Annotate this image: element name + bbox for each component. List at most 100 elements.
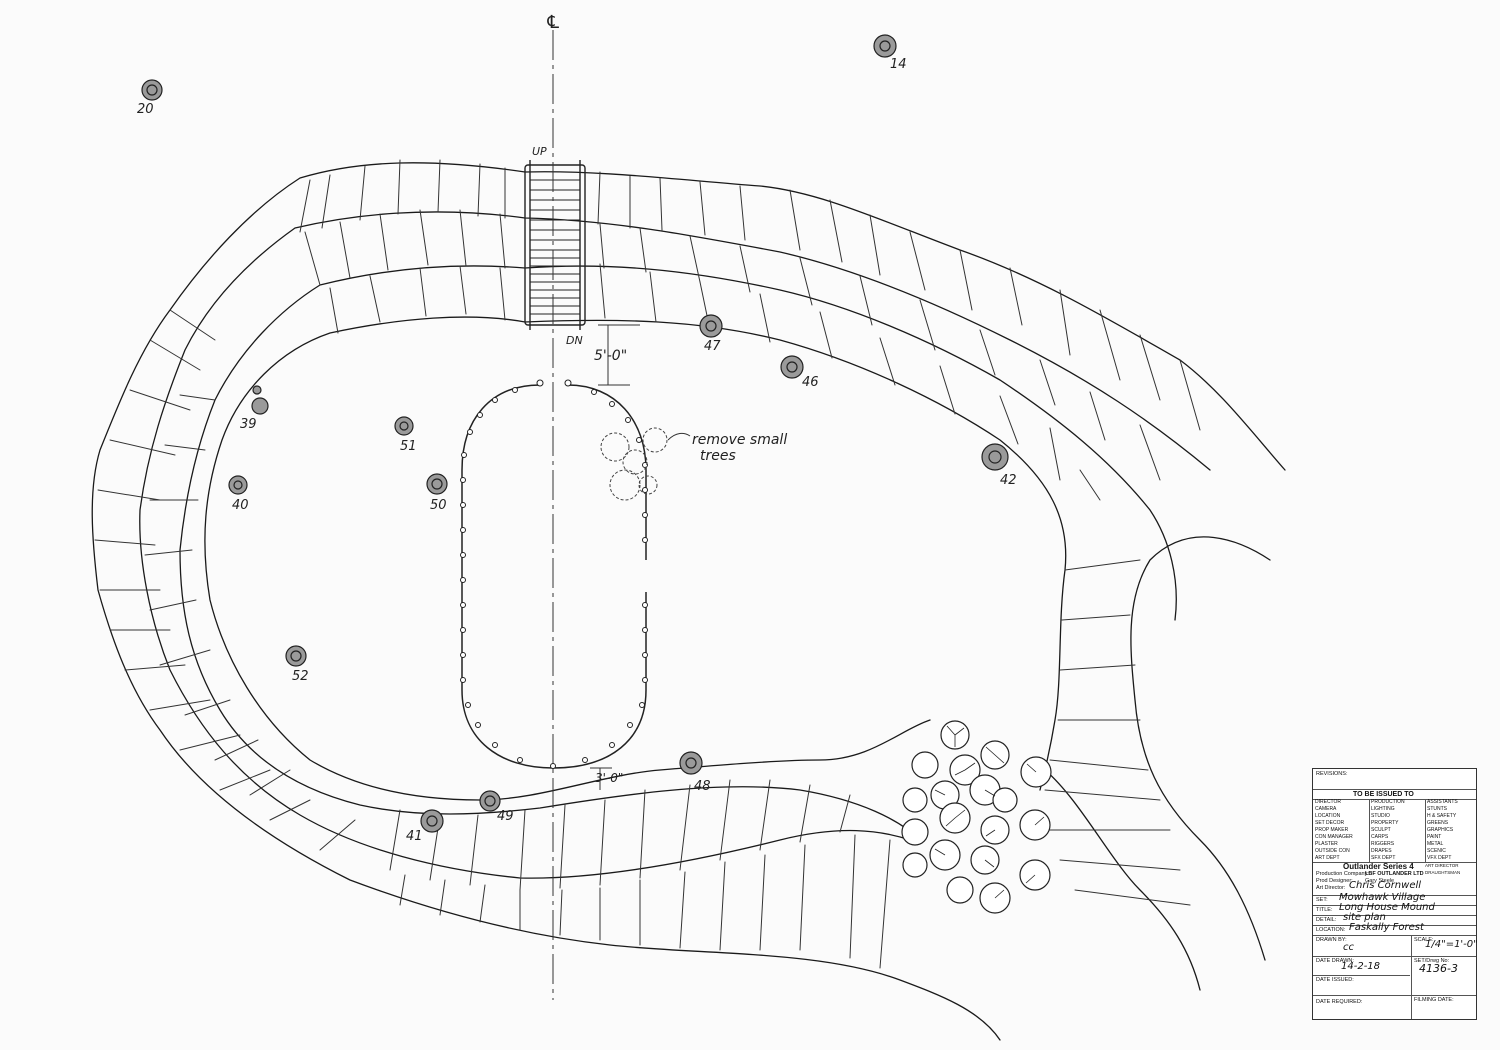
svg-text:14: 14 [890,57,907,72]
department-cell: ASSISTANTS [1427,799,1458,805]
set-name: Mowhawk Village [1339,892,1426,903]
set-dwg-label: SET/Drwg No: [1414,958,1450,964]
existing-trees [141,34,1009,833]
tree-51 [394,416,414,436]
department-cell: CARPS [1371,834,1389,840]
department-cell: ART DEPT [1315,855,1340,861]
tree-47 [699,314,723,338]
small-trees-to-remove [600,427,668,501]
tree-41 [420,809,444,833]
date-drawn-value: 14-2-18 [1341,961,1381,972]
drawing-title: Long House Mound [1339,902,1435,913]
tree-14 [873,34,897,58]
department-cell: SFX DEPT [1371,855,1396,861]
department-cell: METAL [1427,841,1444,847]
note-remove-small: remove small [692,432,787,448]
prod-designer-label: Prod Designer: [1316,878,1353,884]
detail-value: site plan [1343,912,1386,923]
department-cell: OUTSIDE CON [1315,848,1350,854]
outer-contour [91,162,1286,1041]
production-company-label: Production Company: [1316,871,1369,877]
note-trees: trees [700,448,736,464]
art-director-label: Art Director: [1316,885,1346,891]
tree-40 [228,475,248,495]
second-contour [139,211,1211,879]
scale-label: SCALE: [1414,937,1434,943]
tree-48 [679,751,703,775]
drawn-by-value: cc [1343,942,1354,953]
department-cell: VFX DEPT [1427,855,1452,861]
svg-text:47: 47 [704,339,721,354]
set-label: SET: [1316,897,1328,903]
department-cell: SCENIC [1427,848,1446,854]
department-cell: PRODUCTION [1371,799,1405,805]
department-cell: LOCATION [1315,813,1341,819]
issued-to-header: TO BE ISSUED TO [1353,791,1414,798]
tree-39 [251,385,269,415]
location-label: LOCATION: [1316,927,1346,933]
tree-52 [285,645,307,667]
title-label: TITLE: [1316,907,1333,913]
department-cell: CAMERA [1315,806,1337,812]
filming-date-label: FILMING DATE: [1414,997,1454,1003]
art-director: Chris Cornwell [1349,880,1422,891]
location-value: Faskally Forest [1349,922,1424,933]
department-cell: SET DECOR [1315,820,1345,826]
tree-20 [141,79,163,101]
dimension-marks [590,324,640,790]
department-cell: PAINT [1427,834,1442,840]
department-cell: DIRECTOR [1315,799,1342,805]
department-cell: CON MANAGER [1315,834,1353,840]
svg-text:52: 52 [292,669,309,684]
extra-role: ART DIRECTOR DRAUGHTSMAN [1425,863,1461,875]
dimension-bottom: 3'-0" [595,771,623,785]
stair-up-label: UP [532,145,547,158]
svg-text:42: 42 [1000,473,1017,488]
stairs [524,160,586,330]
dimension-top: 5'-0" [594,348,627,364]
svg-text:46: 46 [802,375,819,390]
production-company: LBF OUTLANDER LTD [1365,871,1424,877]
department-cell: DRAPES [1371,848,1392,854]
department-cell: H & SAFETY [1427,813,1457,819]
tree-50 [426,473,448,495]
department-cell: PROP MAKER [1315,827,1349,833]
department-cell: STUDIO [1371,813,1390,819]
tree-cluster [901,720,1052,914]
centerline-mark: ℄ [545,12,561,33]
detail-label: DETAIL: [1316,917,1337,923]
stair-down-label: DN [566,334,583,347]
department-cell: SCULPT [1371,827,1391,833]
prod-designer: Gary Steele [1365,878,1395,884]
svg-text:39: 39 [240,417,257,432]
tree-labels: 20 14 47 46 39 51 42 40 50 52 48 49 41 [137,57,1017,844]
svg-text:41: 41 [406,829,423,844]
svg-text:50: 50 [430,498,447,513]
title-block: REVISIONS: TO BE ISSUED TO DIRECTOR PRODU… [1312,768,1478,1020]
department-cell: PROPERTY [1371,820,1399,826]
revisions-label: REVISIONS: [1316,771,1348,777]
date-required-label: DATE REQUIRED: [1316,999,1363,1005]
tree-42 [981,443,1009,471]
drawn-by-label: DRAWN BY: [1316,937,1347,943]
svg-text:49: 49 [497,809,514,824]
svg-text:48: 48 [694,779,711,794]
svg-text:40: 40 [232,498,249,513]
svg-text:51: 51 [400,439,417,454]
third-contour [179,265,1177,841]
svg-text:20: 20 [137,102,154,117]
scale-value: 1/4"=1'-0" [1425,939,1478,950]
department-cell: RIGGERS [1371,841,1395,847]
note-leader [667,432,691,441]
set-dwg-value: 4136-3 [1419,962,1458,975]
plateau-edge [204,316,1067,801]
department-cell: GREENS [1427,820,1449,826]
long-house-outline [460,379,648,769]
series-name: Outlander Series 4 [1343,862,1414,871]
department-cell: GRAPHICS [1427,827,1454,833]
date-drawn-label: DATE DRAWN: [1316,958,1354,964]
date-issued-label: DATE ISSUED: [1316,977,1354,983]
department-cell: STUNTS [1427,806,1447,812]
